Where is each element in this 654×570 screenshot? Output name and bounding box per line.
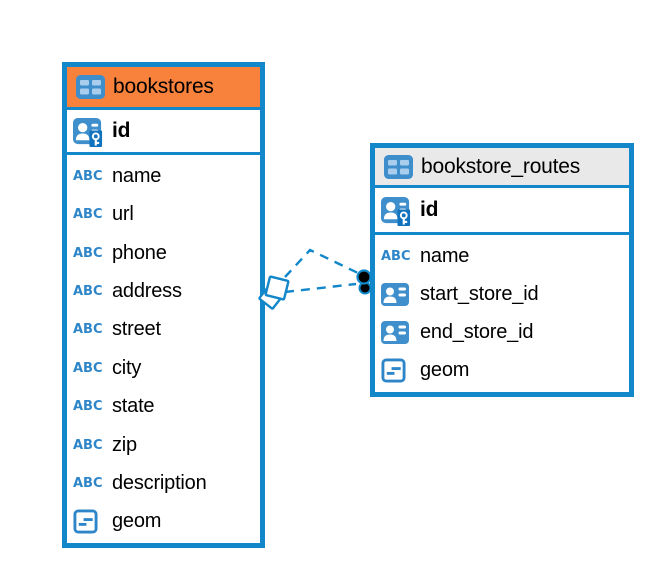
column-list: ABC name ABC url ABC phone ABC address A… (67, 155, 260, 543)
geometry-type-icon (381, 358, 406, 383)
relationship-lines[interactable] (284, 248, 359, 294)
column-name: geom (420, 359, 470, 382)
column-name: end_store_id (420, 321, 534, 344)
table-icon (76, 75, 105, 99)
text-type-icon: ABC (73, 168, 103, 184)
text-type-icon: ABC (73, 322, 103, 338)
column-row-id[interactable]: id (67, 110, 260, 155)
entity-bookstores[interactable]: bookstores id ABC name ABC url ABC phone… (62, 62, 265, 548)
text-type-icon: ABC (73, 360, 103, 376)
column-name: city (112, 356, 142, 379)
column-name: state (112, 395, 155, 418)
column-name: geom (112, 510, 162, 533)
column-row-zip[interactable]: ABC zip (67, 426, 260, 464)
entity-header[interactable]: bookstore_routes (375, 148, 629, 188)
text-type-icon: ABC (73, 207, 103, 223)
column-list: ABC name start_store_id end_store_id ge (375, 235, 629, 392)
primary-key-icon (381, 195, 412, 226)
relationship-line-start-store[interactable] (284, 248, 359, 278)
column-row-geom[interactable]: geom (375, 352, 629, 390)
column-row-phone[interactable]: ABC phone (67, 234, 260, 272)
column-row-description[interactable]: ABC description (67, 464, 260, 502)
foreign-key-icon (381, 283, 409, 306)
column-name: url (112, 203, 134, 226)
column-row-name[interactable]: ABC name (375, 237, 629, 275)
column-row-street[interactable]: ABC street (67, 311, 260, 349)
text-type-icon: ABC (73, 475, 103, 491)
column-row-address[interactable]: ABC address (67, 272, 260, 310)
entity-bookstore-routes[interactable]: bookstore_routes id ABC name start_store… (370, 143, 634, 397)
text-type-icon: ABC (73, 399, 103, 415)
text-type-icon: ABC (73, 283, 103, 299)
geometry-type-icon (73, 509, 98, 534)
column-row-start-store-id[interactable]: start_store_id (375, 275, 629, 313)
column-name: zip (112, 433, 137, 456)
foreign-key-icon (381, 321, 409, 344)
column-row-geom[interactable]: geom (67, 503, 260, 541)
primary-key-icon (73, 116, 104, 147)
column-row-name[interactable]: ABC name (67, 157, 260, 195)
column-name: name (420, 244, 470, 267)
column-name: name (112, 164, 162, 187)
column-row-url[interactable]: ABC url (67, 195, 260, 233)
entity-title: bookstores (113, 75, 214, 98)
column-row-end-store-id[interactable]: end_store_id (375, 314, 629, 352)
column-name: description (112, 471, 207, 494)
column-name: address (112, 279, 182, 302)
entity-title: bookstore_routes (421, 154, 581, 178)
column-name: id (420, 198, 439, 221)
one-end-marker (356, 269, 372, 295)
column-name: id (112, 119, 131, 142)
column-row-city[interactable]: ABC city (67, 349, 260, 387)
entity-header[interactable]: bookstores (67, 67, 260, 110)
column-name: start_store_id (420, 282, 539, 305)
text-type-icon: ABC (73, 437, 103, 453)
column-row-id[interactable]: id (375, 188, 629, 235)
column-name: phone (112, 241, 167, 264)
column-name: street (112, 318, 161, 341)
column-row-state[interactable]: ABC state (67, 387, 260, 425)
text-type-icon: ABC (73, 245, 103, 261)
text-type-icon: ABC (381, 248, 411, 264)
relationship-line-end-store[interactable] (284, 282, 357, 294)
table-icon (384, 155, 413, 179)
